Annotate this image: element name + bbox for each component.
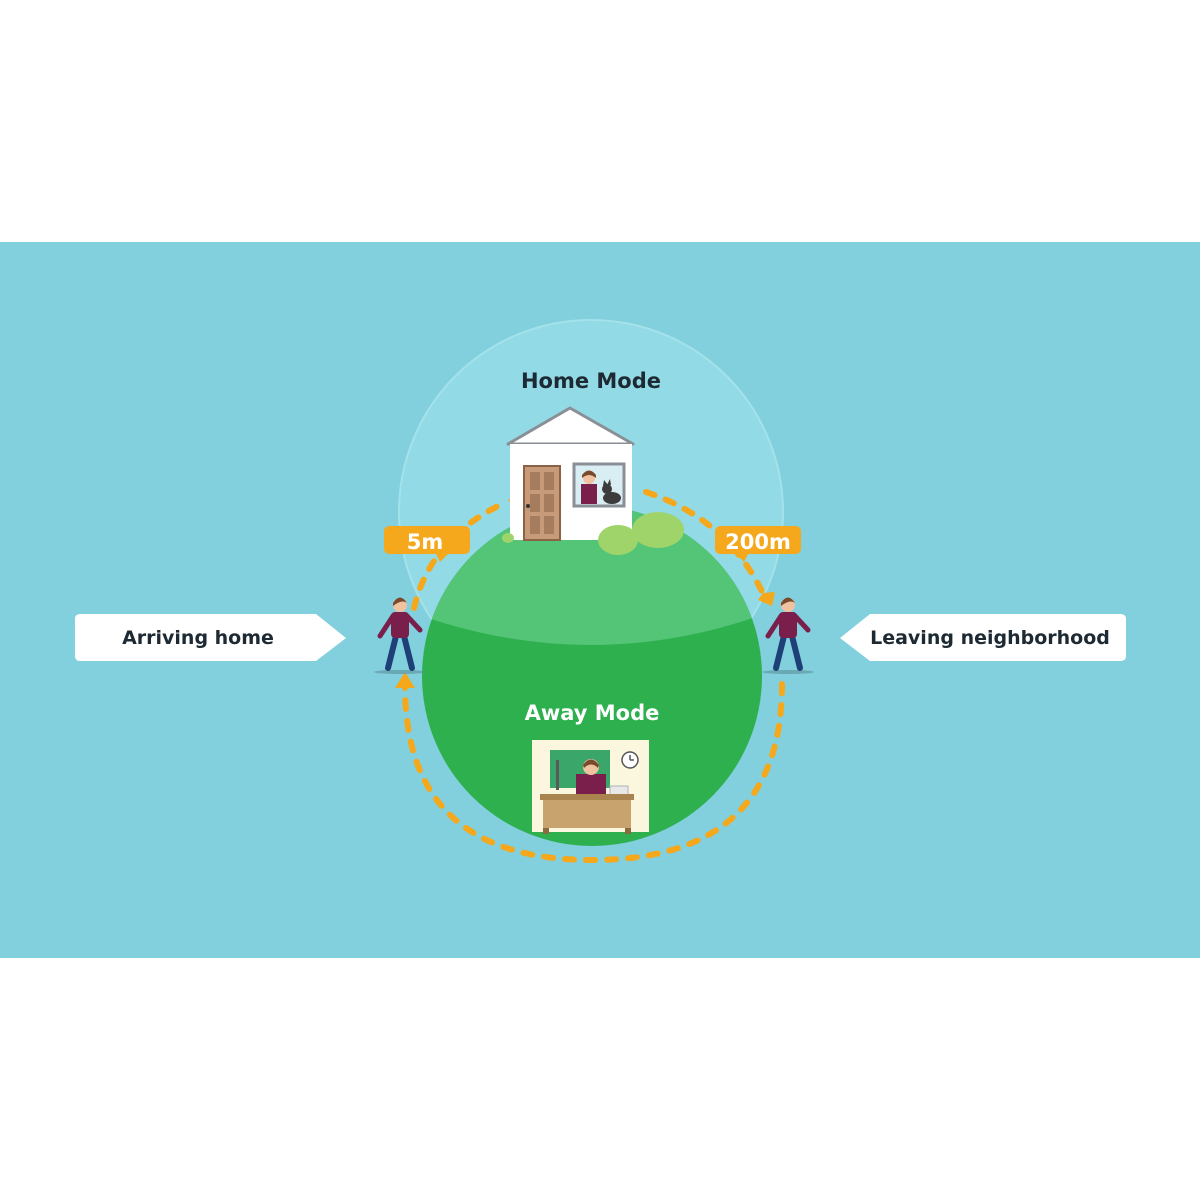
arrow-arriving-icon — [395, 672, 415, 688]
arriving-callout-label: Arriving home — [122, 627, 274, 649]
leaving-distance-badge: 200m — [715, 526, 801, 562]
arriving-distance-label: 5m — [407, 530, 444, 554]
home-mode-title: Home Mode — [521, 369, 661, 393]
dog-icon — [602, 479, 621, 504]
house-icon — [506, 406, 635, 541]
away-mode-title: Away Mode — [525, 701, 660, 725]
arriving-distance-badge: 5m — [384, 526, 470, 562]
leaving-distance-label: 200m — [725, 530, 791, 554]
bushes — [502, 512, 684, 555]
office-icon — [532, 740, 649, 834]
walking-person-icon — [762, 597, 814, 674]
leaving-callout-label: Leaving neighborhood — [870, 627, 1110, 649]
arrow-leaving-icon — [758, 592, 775, 606]
clock-icon — [621, 751, 639, 769]
walking-person-icon — [374, 597, 426, 674]
leaving-callout: Leaving neighborhood — [840, 614, 1126, 661]
arriving-callout: Arriving home — [75, 614, 346, 661]
